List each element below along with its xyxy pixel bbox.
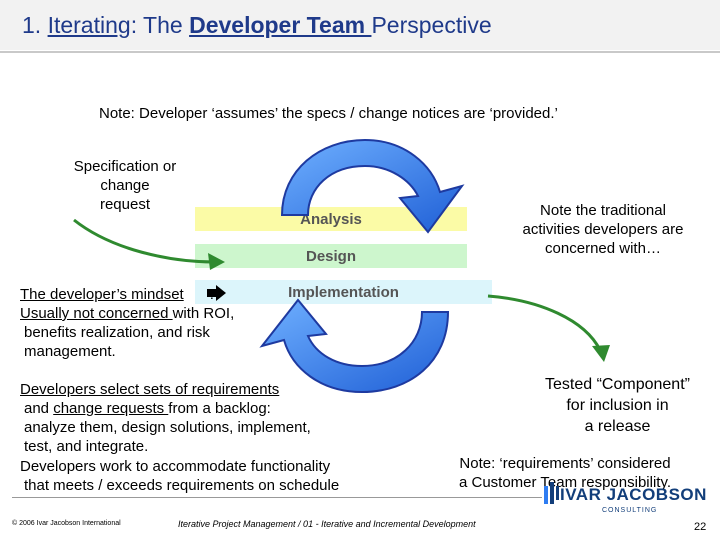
mindset-arrow-icon [207, 285, 226, 301]
developers-work-note: Developers work to accommodate functiona… [20, 457, 339, 495]
title-part2: : The [130, 12, 190, 38]
title-iterating: Iterating [47, 12, 131, 38]
spec-request-line-3: request [99, 196, 151, 213]
footer-divider [12, 497, 542, 498]
mindset-lead: The developer’s mindset [20, 286, 184, 303]
requirements-note-line-2: a Customer Team responsibility. [458, 474, 672, 491]
title-perspective: Perspective [371, 12, 492, 38]
mindset-line-3: benefits realization, and risk [24, 324, 210, 341]
company-logo: IVAR JACOBSON CONSULTING [542, 482, 706, 522]
traditional-note-line-2: activities developers are [522, 221, 684, 238]
page-number: 22 [694, 521, 707, 533]
implementation-band: Implementation [195, 280, 492, 304]
title-divider [0, 51, 720, 53]
traditional-note-line-1: Note the traditional [540, 202, 666, 219]
tested-line-2: for inclusion in [566, 397, 669, 414]
traditional-note: Note the traditional activities develope… [498, 201, 708, 258]
traditional-note-line-3: concerned with… [545, 240, 661, 257]
footer-copyright: © 2006 Ivar Jacobson International [12, 520, 121, 527]
mindset-underlined: Usually not concerned [20, 305, 173, 322]
spec-request-line-2: change [100, 177, 150, 194]
work-line-1: Developers work to accommodate functiona… [20, 458, 331, 475]
tested-component: Tested “Component” for inclusion in a re… [520, 374, 715, 437]
spec-request-line-1: Specification or [73, 158, 177, 175]
work-line-2: that meets / exceeds requirements on sch… [24, 477, 340, 494]
input-arrow-icon [73, 218, 216, 264]
select-line-3: analyze them, design solutions, implemen… [24, 419, 311, 436]
logo-subtitle: CONSULTING [602, 507, 658, 514]
input-arrowhead-icon [208, 253, 225, 270]
tested-line-1: Tested “Component” [545, 376, 690, 393]
title-number: 1. [22, 12, 42, 38]
logo-wordmark: IVAR JACOBSON [560, 485, 707, 504]
select-line-1: Developers select sets of requirements [20, 381, 280, 398]
logo-mark-icon [544, 482, 559, 504]
spec-request-label: Specification or change request [55, 157, 195, 214]
output-arrow-icon [487, 294, 602, 351]
mindset-colon: : [209, 286, 214, 303]
requirements-note: Note: ‘requirements’ considered a Custom… [430, 454, 700, 492]
select-line2-post: from a backlog: [168, 400, 271, 417]
title-bar [0, 0, 720, 50]
cycle-arrow-top-icon [280, 138, 465, 234]
output-arrowhead-icon [592, 345, 610, 362]
mindset-note: The developer’s mindset: Usually not con… [20, 285, 234, 361]
note-top: Note: Developer ‘assumes’ the specs / ch… [99, 105, 558, 122]
cycle-arrow-bottom-icon [259, 298, 450, 394]
mindset-line2-rest: with ROI, [172, 305, 235, 322]
select-line-4: test, and integrate. [24, 438, 149, 455]
title-developer-team: Developer Team [189, 12, 372, 38]
mindset-line-4: management. [24, 343, 116, 360]
select-requirements-note: Developers select sets of requirements a… [20, 380, 311, 456]
requirements-note-line-1: Note: ‘requirements’ considered [459, 455, 671, 472]
select-change-requests: change requests [53, 400, 169, 417]
tested-line-3: a release [584, 418, 651, 435]
design-band: Design [195, 244, 467, 268]
footer-course-title: Iterative Project Management / 01 - Iter… [178, 519, 476, 529]
select-line2-pre: and [24, 400, 54, 417]
slide-title: 1. Iterating: The Developer Team Perspec… [22, 12, 492, 39]
